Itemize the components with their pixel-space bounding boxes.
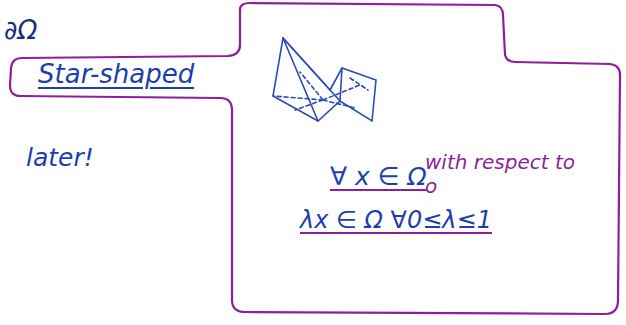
note-text: later! (26, 144, 94, 173)
formula-text: ∀ x ∈ Ω (330, 163, 427, 192)
title-region: Star-shaped (22, 59, 227, 95)
region-outline (10, 3, 620, 314)
formula-text: λx ∈ Ω ∀0≤λ≤1 (300, 207, 492, 235)
definition-region: with respect to o∀ x ∈ Ω λx ∈ Ω ∀0≤λ≤1 (240, 130, 612, 308)
boundary-symbol: ∂Ω (4, 16, 37, 46)
heading-text: Star-shaped (38, 60, 194, 90)
note-text: with respect to o (425, 150, 590, 198)
star-shaped-sketch (273, 38, 376, 121)
